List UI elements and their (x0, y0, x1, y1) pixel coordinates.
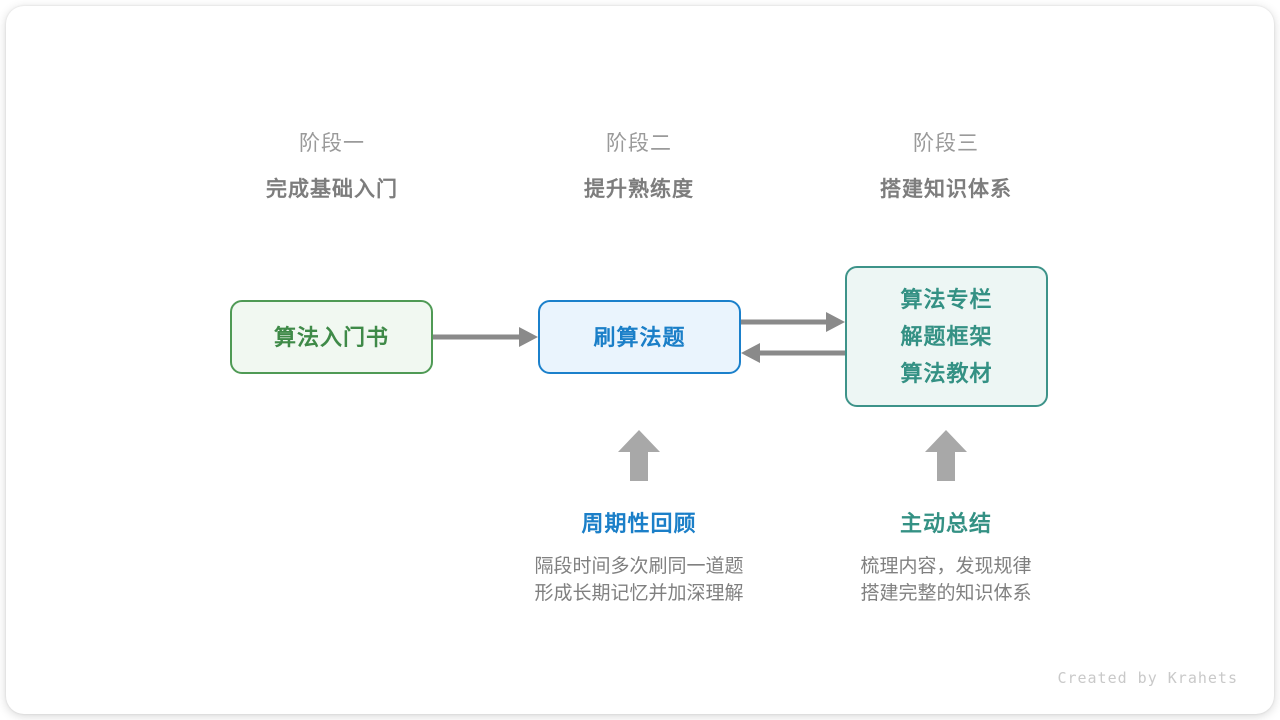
annotation-desc-line-2: 搭建完整的知识体系 (860, 583, 1032, 604)
arrow-resources-to-practice (741, 343, 845, 363)
stage-number-1: 阶段一 (299, 132, 365, 155)
node-label: 算法入门书 (273, 324, 389, 350)
stage-title-3: 搭建知识体系 (880, 178, 1012, 201)
node-label: 刷算法题 (593, 324, 686, 350)
stage-header-1: 阶段一 完成基础入门 (202, 129, 462, 205)
stage-header-2: 阶段二 提升熟练度 (509, 129, 769, 205)
annotation-periodic-review: 周期性回顾 隔段时间多次刷同一道题 形成长期记忆并加深理解 (489, 509, 789, 607)
arrow-up-summary (925, 430, 967, 481)
node-label-3: 算法教材 (900, 361, 993, 386)
annotation-desc-line-1: 梳理内容，发现规律 (860, 556, 1032, 577)
stage-number-2: 阶段二 (606, 132, 672, 155)
node-learning-resources[interactable]: 算法专栏 解题框架 算法教材 (845, 266, 1048, 407)
credit-text: Created by Krahets (1057, 669, 1238, 687)
annotation-desc-line-1: 隔段时间多次刷同一道题 (534, 556, 744, 577)
stage-header-3: 阶段三 搭建知识体系 (816, 129, 1076, 205)
arrow-practice-to-resources (741, 312, 845, 332)
stage-number-3: 阶段三 (913, 132, 979, 155)
node-label-1: 算法专栏 (900, 287, 993, 312)
arrow-book-to-practice (433, 327, 538, 347)
annotation-desc-line-2: 形成长期记忆并加深理解 (534, 583, 744, 604)
arrow-up-review (618, 430, 660, 481)
stage-title-1: 完成基础入门 (266, 178, 398, 201)
annotation-active-summary: 主动总结 梳理内容，发现规律 搭建完整的知识体系 (796, 509, 1096, 607)
node-label-2: 解题框架 (900, 324, 993, 349)
node-practice-problems[interactable]: 刷算法题 (538, 300, 741, 374)
stage-title-2: 提升熟练度 (584, 178, 694, 201)
annotation-title: 主动总结 (899, 511, 992, 536)
annotation-title: 周期性回顾 (581, 511, 697, 536)
node-algorithm-intro-book[interactable]: 算法入门书 (230, 300, 433, 374)
